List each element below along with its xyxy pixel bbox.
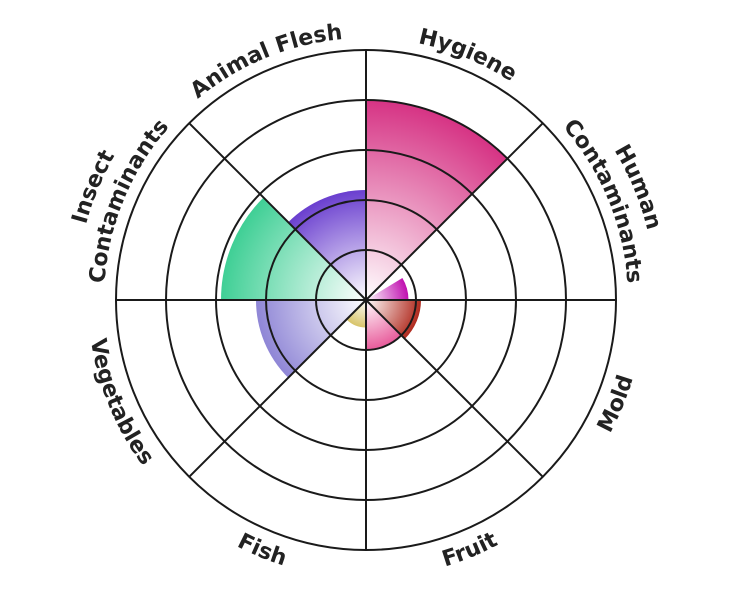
grid-spoke-7 (188, 122, 367, 301)
wedge-vegetables (256, 300, 366, 378)
category-label-hygiene: Hygiene (416, 25, 521, 87)
grid-spoke-5 (188, 299, 367, 478)
grid-spoke-3 (365, 299, 544, 478)
wedge-fish (346, 300, 366, 328)
category-label-fruit: Fruit (439, 527, 502, 572)
wedge-layer (221, 100, 508, 378)
category-label-animal-flesh: Animal Flesh (186, 20, 344, 104)
wedge-insect-contaminants (221, 197, 366, 300)
wedge-fruit (366, 300, 402, 350)
wedge-extra-human-contaminants (366, 278, 409, 300)
grid-layer (115, 49, 617, 551)
wedge-animal-flesh (288, 190, 366, 300)
wedge-hygiene (366, 100, 508, 300)
category-label-mold: Mold (593, 372, 639, 436)
grid-spoke-1 (365, 122, 544, 301)
